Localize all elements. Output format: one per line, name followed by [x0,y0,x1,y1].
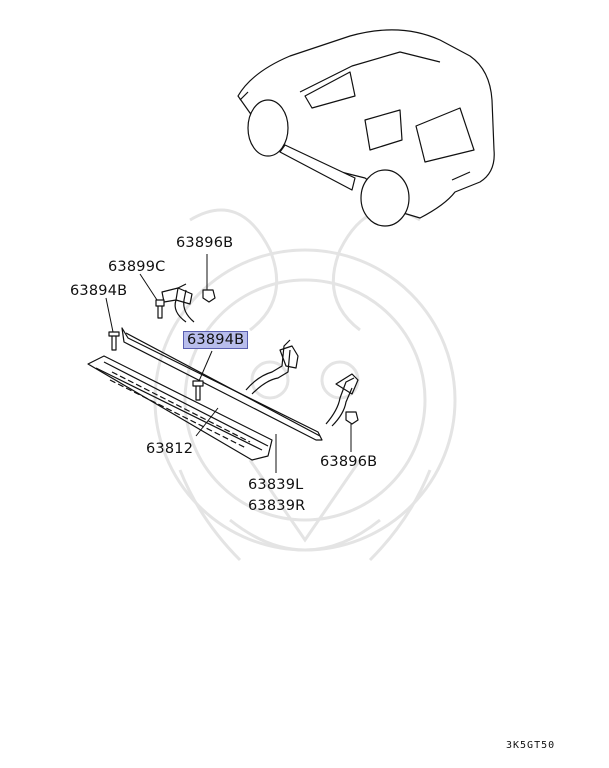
part-label-63896b-right[interactable]: 63896B [320,454,378,470]
step-assembly [87,283,359,461]
part-label-63812[interactable]: 63812 [146,441,194,457]
part-label-63839r[interactable]: 63839R [248,498,306,514]
part-label-63894b-highlighted[interactable]: 63894B [183,331,249,349]
vehicle-outline [237,29,495,227]
leader-lines [105,254,352,473]
part-label-63839l[interactable]: 63839L [248,477,304,493]
diagram-code: 3K5GT50 [506,740,556,751]
part-label-63894b-left[interactable]: 63894B [70,283,128,299]
part-label-63896b-top[interactable]: 63896B [176,235,234,251]
watermark-emblem [153,208,457,562]
part-label-63899c[interactable]: 63899C [108,259,166,275]
